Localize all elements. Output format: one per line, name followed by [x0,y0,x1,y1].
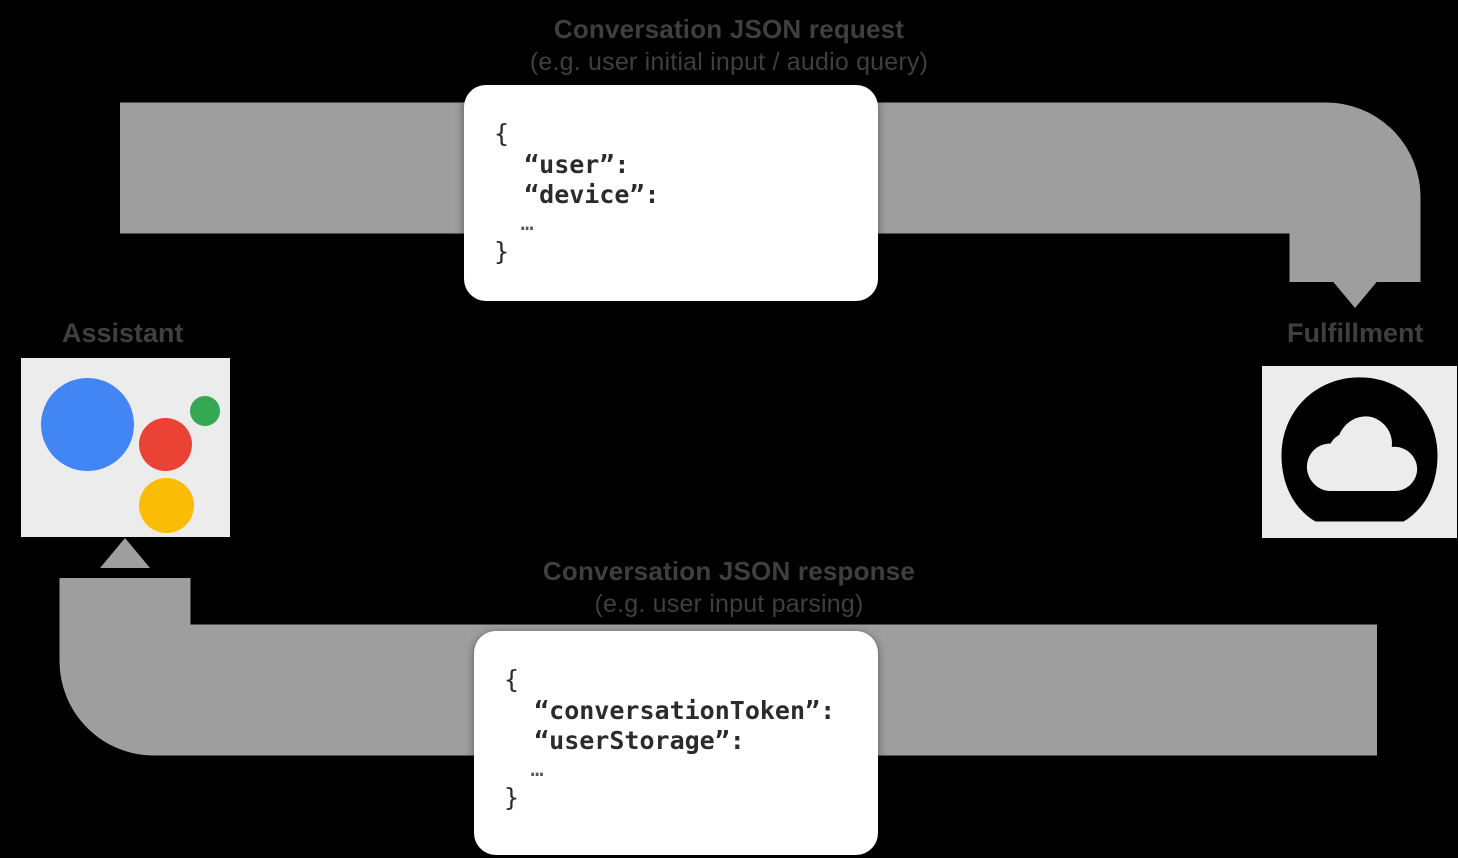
request-caption: Conversation JSON request (e.g. user ini… [0,14,1458,77]
google-assistant-icon-yellow-dot [139,478,194,533]
json-line: “userStorage”: [504,726,745,755]
google-assistant-icon-blue-dot [41,378,134,471]
cloud-functions-icon [1281,377,1438,522]
json-line: “user”: [494,149,630,179]
json-line: } [504,783,520,813]
assistant-node[interactable] [21,358,230,537]
request-arrow [120,102,1421,308]
json-line: “conversationToken”: [504,695,836,725]
response-caption-title: Conversation JSON response [542,556,916,586]
google-assistant-icon-red-dot [139,418,192,471]
assistant-label: Assistant [62,318,184,348]
fulfillment-label: Fulfillment [1287,318,1424,348]
request-json-card: { “user”: “device”: … } [464,85,878,301]
fulfillment-node[interactable] [1262,366,1457,538]
google-assistant-icon-green-dot [190,396,220,426]
json-line: “device”: [494,180,660,209]
json-line: … [494,210,534,236]
request-caption-title: Conversation JSON request [553,14,905,44]
json-line: … [504,756,544,782]
response-caption: Conversation JSON response (e.g. user in… [0,556,1458,619]
request-caption-subtitle: (e.g. user initial input / audio query) [529,48,929,77]
response-json-card: { “conversationToken”: “userStorage”: … … [474,631,878,855]
response-caption-subtitle: (e.g. user input parsing) [594,590,864,619]
json-line: } [494,237,510,267]
response-arrow [59,538,1377,756]
json-line: { [494,119,510,148]
json-line: { [504,665,520,694]
